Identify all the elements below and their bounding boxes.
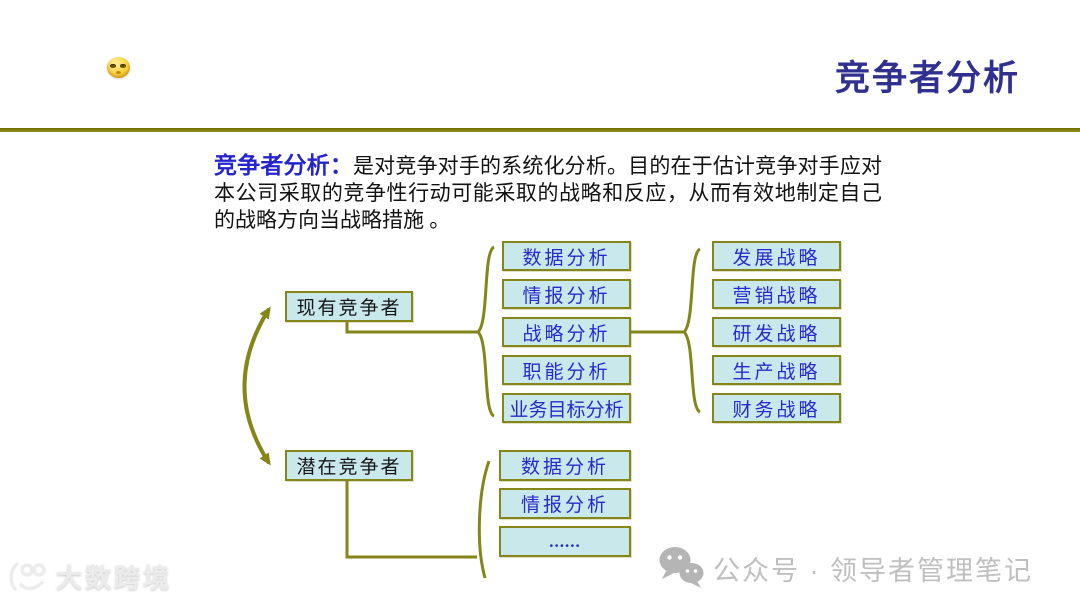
emoji-right-eye [120, 64, 126, 68]
intro-body-text: 是对竞争对手的系统化分析。目的在于估计竞争对手应对本公司采取的竞争性行动可能采取… [214, 154, 882, 232]
potential-group-brace [477, 460, 491, 579]
strategy-box-finance: 财务战略 [712, 393, 841, 423]
title-divider-line [0, 128, 1080, 132]
node-potential-competitors: 潜在竞争者 [285, 450, 413, 481]
smirking-face-emoji-icon [107, 57, 130, 78]
intro-lead-term: 竞争者分析： [214, 153, 353, 178]
brand-watermark: 大数跨境 [6, 558, 172, 595]
potential-analysis-box-ellipsis: ...... [499, 526, 631, 557]
potential-analysis-box-intelligence: 情报分析 [499, 488, 631, 519]
analysis-box-business-goal: 业务目标分析 [502, 393, 631, 423]
strategy-box-rnd: 研发战略 [712, 317, 841, 347]
slide-title: 竞争者分析 [835, 59, 1021, 98]
wechat-watermark: 公众号 · 领导者管理笔记 [657, 542, 1077, 594]
brand-logo-icon [9, 561, 46, 591]
analysis-box-intelligence: 情报分析 [502, 279, 631, 309]
wechat-icon [659, 547, 704, 588]
potential-analysis-box-data: 数据分析 [499, 450, 631, 481]
brand-watermark-label: 大数跨境 [56, 563, 173, 593]
double-arrow-existing-potential [242, 306, 271, 466]
connector-existing-to-analysis [345, 322, 478, 334]
emoji-mouth [116, 71, 121, 74]
strategy-box-development: 发展战略 [712, 241, 841, 271]
analysis-box-function: 职能分析 [502, 355, 631, 385]
connector-potential-to-analysis [345, 481, 477, 559]
analysis-box-data: 数据分析 [502, 241, 631, 271]
strategy-box-marketing: 营销战略 [712, 279, 841, 309]
analysis-group-brace [475, 245, 496, 418]
strategy-group-brace [681, 247, 702, 414]
intro-paragraph: 竞争者分析：是对竞争对手的系统化分析。目的在于估计竞争对手应对本公司采取的竞争性… [214, 152, 882, 234]
strategy-box-production: 生产战略 [712, 355, 841, 385]
emoji-left-eye [110, 64, 116, 68]
wechat-watermark-label: 公众号 · 领导者管理笔记 [713, 555, 1033, 586]
node-existing-competitors: 现有竞争者 [285, 291, 413, 322]
analysis-box-strategy: 战略分析 [502, 317, 631, 347]
